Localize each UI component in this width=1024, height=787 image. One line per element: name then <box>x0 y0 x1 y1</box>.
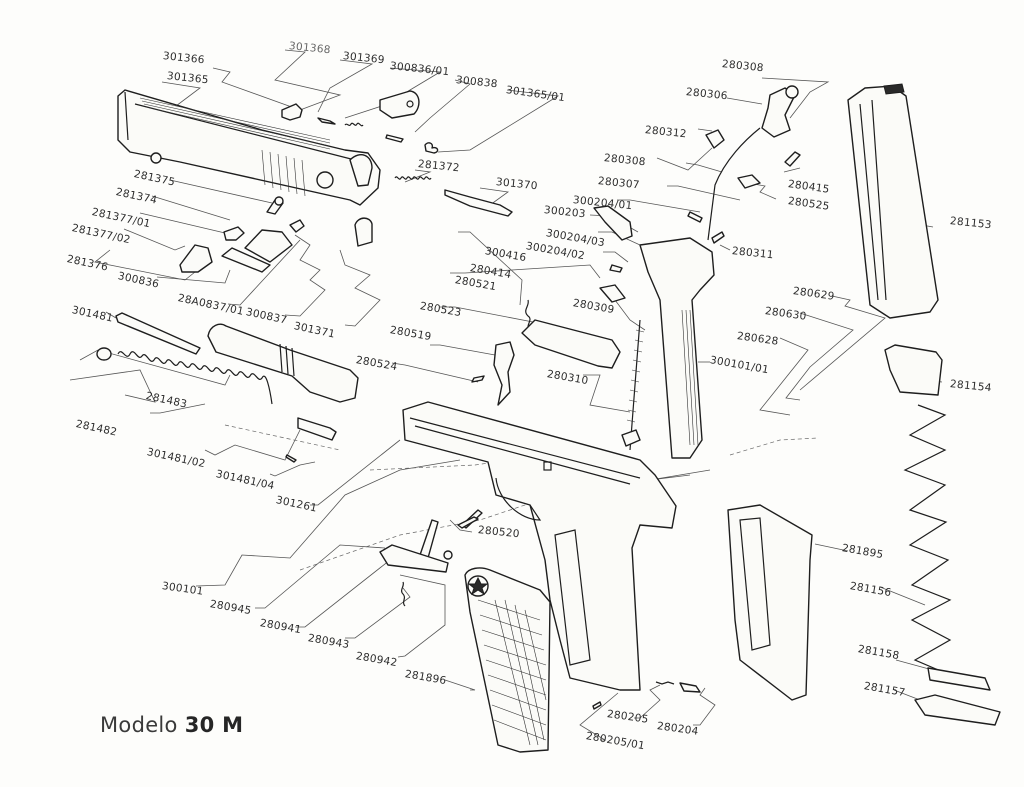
leader-lines <box>69 49 943 741</box>
left-grip-drawing <box>464 567 551 753</box>
firing-pin-drawing <box>394 176 513 217</box>
magazine-spring-drawing <box>903 404 952 676</box>
extractor-parts-drawing <box>281 90 439 154</box>
hammer-drawing <box>687 85 801 244</box>
barrel-drawing <box>96 312 359 463</box>
slide-drawing <box>117 89 381 206</box>
model-prefix: Modelo <box>100 713 178 737</box>
trigger-drawing <box>471 205 645 451</box>
slide-stop-drawing <box>379 509 483 607</box>
magazine-follower-drawing <box>884 344 943 396</box>
model-title: Modelo 30 M <box>100 713 243 737</box>
lanyard-pin-drawing <box>457 516 701 710</box>
backstrap-drawing <box>639 237 715 459</box>
rear-sight-drawing <box>179 196 373 273</box>
right-grip-drawing <box>727 504 813 701</box>
magazine-drawing <box>847 83 939 319</box>
model-number: 30 M <box>184 713 244 737</box>
magazine-baseplate-drawing <box>914 667 1001 726</box>
frame-drawing <box>402 401 677 691</box>
